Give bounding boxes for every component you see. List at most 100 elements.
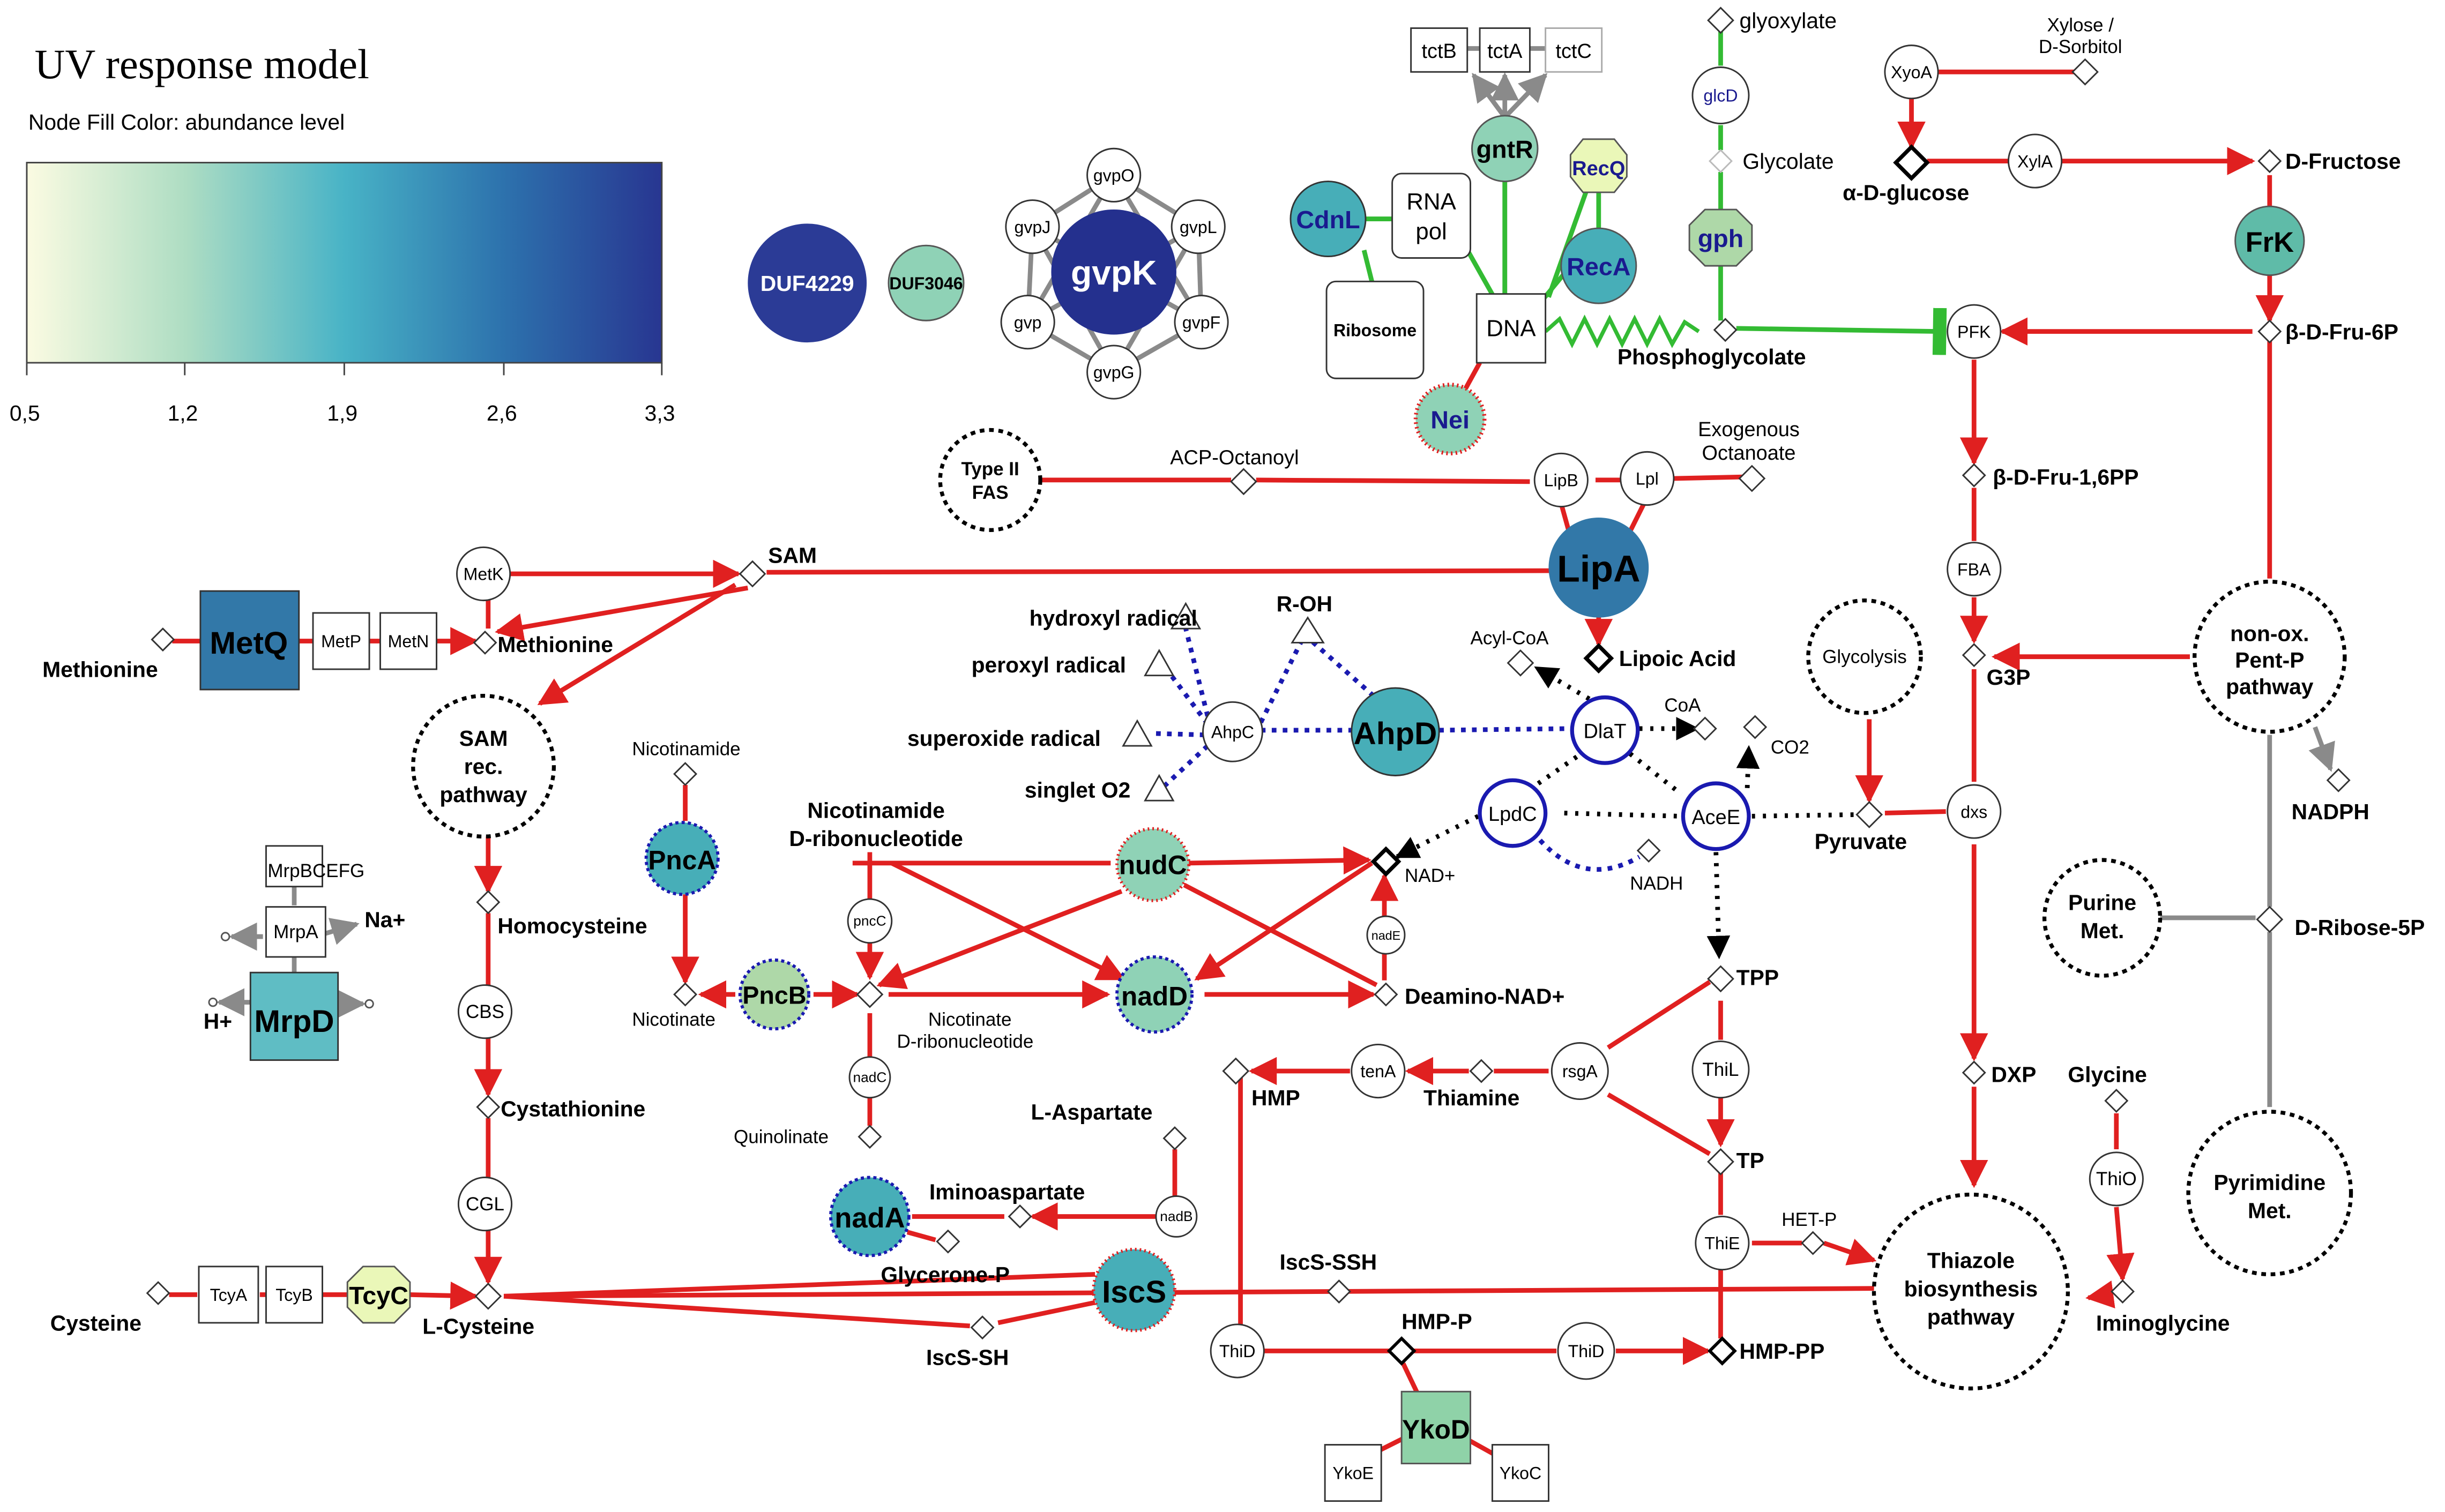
iscs-sh-node[interactable] (970, 1315, 995, 1340)
pyruvate-node[interactable] (1855, 801, 1883, 828)
mrpd-node[interactable] (249, 971, 339, 1061)
ahpd-node[interactable] (1351, 687, 1440, 776)
dxp-node[interactable] (1962, 1060, 1986, 1085)
b-d-fru-6p-node[interactable] (2257, 319, 2282, 344)
singlet-o2-node[interactable] (1144, 774, 1175, 802)
duf4229-node[interactable] (748, 223, 867, 343)
dxs-node[interactable] (1947, 784, 2002, 839)
rsga-node[interactable] (1551, 1042, 1609, 1101)
ykod-node[interactable] (1400, 1390, 1472, 1464)
thid-1-node[interactable] (1210, 1323, 1265, 1379)
g3p-node[interactable] (1962, 643, 1986, 668)
ykoc-node[interactable] (1491, 1444, 1549, 1502)
nicotinate-node[interactable] (673, 982, 698, 1007)
xyoa-node[interactable] (1884, 44, 1939, 100)
cbs-node[interactable] (457, 984, 513, 1039)
r-oh-node[interactable] (1291, 616, 1325, 643)
nudc-node[interactable] (1115, 827, 1191, 902)
methionine-ext-node[interactable] (151, 627, 175, 652)
quinolinate-node[interactable] (858, 1125, 882, 1149)
coa-node[interactable] (1693, 716, 1717, 741)
b-d-fru-16pp-node[interactable] (1962, 463, 1986, 488)
d-fructose-node[interactable] (2257, 149, 2282, 174)
metk-node[interactable] (456, 546, 511, 602)
sam-node[interactable] (739, 560, 766, 588)
metq-node[interactable] (199, 590, 300, 691)
lpdc-node[interactable] (1478, 778, 1548, 848)
tena-node[interactable] (1351, 1043, 1406, 1099)
metp-node[interactable] (312, 612, 370, 670)
recq-node[interactable] (1569, 138, 1628, 193)
tcyb-node[interactable] (265, 1266, 323, 1324)
reca-node[interactable] (1560, 227, 1637, 304)
phosphoglycolate-node[interactable] (1713, 318, 1738, 342)
ykoe-node[interactable] (1324, 1444, 1382, 1502)
lipb-node[interactable] (1533, 452, 1589, 507)
thiamine-node[interactable] (1469, 1059, 1494, 1083)
cgl-node[interactable] (457, 1177, 513, 1232)
thio-node[interactable] (2089, 1151, 2144, 1207)
pncb-node[interactable] (738, 958, 811, 1031)
tcya-node[interactable] (198, 1266, 259, 1324)
frk-node[interactable] (2234, 205, 2305, 276)
glycerone-p-node[interactable] (936, 1229, 960, 1254)
thid-2-node[interactable] (1557, 1322, 1615, 1380)
dlat-node[interactable] (1570, 695, 1640, 765)
glyoxylate-node[interactable] (1707, 6, 1734, 34)
het-p-node[interactable] (1801, 1231, 1825, 1255)
nadh-node[interactable] (1636, 839, 1661, 863)
purine-met-node[interactable] (2042, 858, 2163, 978)
alpha-d-glucose-node[interactable] (1893, 144, 1930, 181)
nade-node[interactable] (1366, 915, 1406, 955)
nadb-node[interactable] (1155, 1195, 1198, 1238)
co2-node[interactable] (1743, 715, 1768, 739)
glycolysis-node[interactable] (1806, 598, 1923, 715)
l-aspartate-node[interactable] (1162, 1126, 1187, 1151)
fba-node[interactable] (1947, 542, 2002, 597)
superoxide-radical-node[interactable] (1122, 719, 1153, 747)
d-ribose-5p-node[interactable] (2256, 905, 2284, 933)
thiazole-biosynthesis-pathway-node[interactable] (1872, 1192, 2070, 1391)
pncc-node[interactable] (847, 898, 893, 944)
gvpg-node[interactable] (1086, 345, 1142, 400)
xyla-node[interactable] (2007, 133, 2063, 189)
hmp-node[interactable] (1222, 1057, 1250, 1085)
hydroxyl-radical-node[interactable] (1170, 602, 1202, 630)
nadd-node[interactable] (1115, 955, 1194, 1034)
metn-node[interactable] (379, 612, 438, 670)
gvpo-node[interactable] (1086, 147, 1142, 203)
nicotinamide-node[interactable] (673, 762, 698, 787)
deamino-nad-node[interactable] (1374, 982, 1398, 1007)
tctc-node[interactable] (1545, 27, 1603, 73)
nad-plus-node[interactable] (1370, 846, 1402, 877)
type-ii-fas-node[interactable] (938, 428, 1042, 532)
iminoglycine-node[interactable] (2110, 1279, 2135, 1304)
peroxyl-radical-node[interactable] (1144, 649, 1175, 677)
sam-rec-pathway-node[interactable] (411, 693, 556, 839)
cystathionine-node[interactable] (476, 1095, 501, 1119)
gntr-node[interactable] (1471, 115, 1539, 182)
xylose-node[interactable] (2071, 58, 2099, 86)
acee-node[interactable] (1681, 781, 1751, 851)
dna-node[interactable] (1475, 293, 1547, 364)
nadc-node[interactable] (848, 1056, 891, 1099)
iscs-node[interactable] (1092, 1247, 1176, 1333)
pnca-node[interactable] (644, 821, 720, 896)
iscs-ssh-node[interactable] (1326, 1279, 1351, 1304)
lipa-node[interactable] (1548, 517, 1649, 618)
hmp-p-node[interactable] (1387, 1336, 1417, 1366)
tcta-node[interactable] (1479, 27, 1531, 73)
exogenous-octanoate-node[interactable] (1738, 465, 1766, 492)
nada-node[interactable] (829, 1176, 911, 1257)
glcd-node[interactable] (1691, 66, 1750, 125)
homocysteine-node[interactable] (476, 890, 501, 915)
mrpbcefg-node[interactable] (265, 845, 323, 888)
pyrimidine-met-node[interactable] (2186, 1110, 2353, 1277)
rna-pol-node[interactable] (1391, 173, 1472, 259)
acp-octanoyl-node[interactable] (1229, 468, 1257, 496)
lipoic-acid-node[interactable] (1583, 643, 1614, 674)
thie-node[interactable] (1695, 1215, 1750, 1271)
ribosome-node[interactable] (1325, 280, 1425, 379)
ahpc-node[interactable] (1202, 701, 1263, 762)
thil-node[interactable] (1691, 1041, 1750, 1099)
